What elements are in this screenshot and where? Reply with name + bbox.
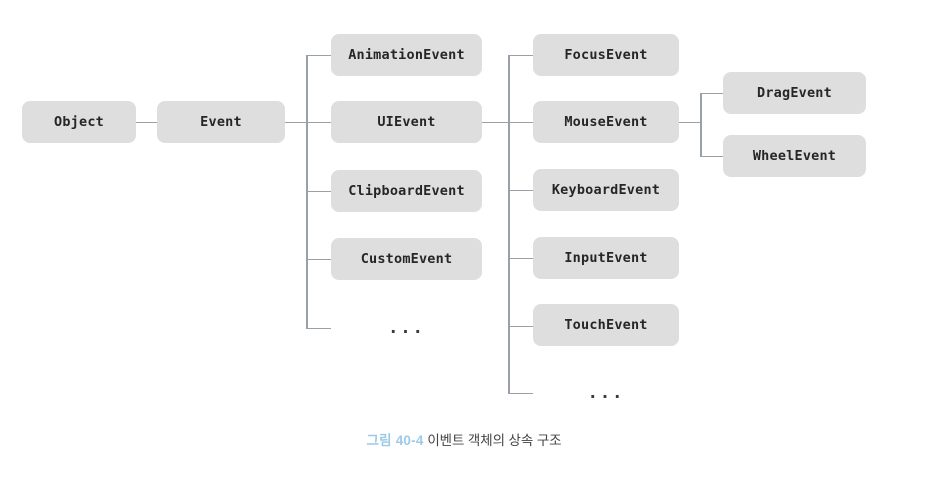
edge-level3-trunk xyxy=(306,55,308,329)
node-object[interactable]: Object xyxy=(22,101,136,143)
figure-caption-text: 이벤트 객체의 상속 구조 xyxy=(427,433,562,448)
node-customevent[interactable]: CustomEvent xyxy=(331,238,482,280)
node-inputevent[interactable]: InputEvent xyxy=(533,237,679,279)
edge-trunk-clipboardevent xyxy=(306,190,331,192)
node-level4-ellipsis: ... xyxy=(587,383,625,403)
edge-trunk-inputevent xyxy=(508,257,533,259)
edge-trunk-wheelevent xyxy=(700,155,723,157)
node-wheelevent[interactable]: WheelEvent xyxy=(723,135,866,177)
figure-number: 그림 40-4 xyxy=(366,433,424,448)
edge-trunk-keyboardevent xyxy=(508,189,533,191)
node-uievent[interactable]: UIEvent xyxy=(331,101,482,143)
edge-trunk-level3-ellipsis xyxy=(306,327,331,329)
node-mouseevent[interactable]: MouseEvent xyxy=(533,101,679,143)
node-keyboardevent[interactable]: KeyboardEvent xyxy=(533,169,679,211)
edge-object-event xyxy=(136,121,157,123)
edge-trunk-animationevent xyxy=(306,54,331,56)
edge-trunk-mouseevent xyxy=(508,121,533,123)
edge-level5-trunk xyxy=(700,93,702,156)
node-animationevent[interactable]: AnimationEvent xyxy=(331,34,482,76)
node-focusevent[interactable]: FocusEvent xyxy=(533,34,679,76)
figure-caption: 그림 40-4 이벤트 객체의 상속 구조 xyxy=(0,432,928,450)
edge-event-stem xyxy=(285,121,307,123)
edge-uievent-stem xyxy=(482,121,509,123)
edge-trunk-uievent xyxy=(306,121,331,123)
node-level3-ellipsis: ... xyxy=(388,318,425,338)
edge-level4-trunk xyxy=(508,55,510,393)
edge-trunk-dragevent xyxy=(700,92,723,94)
edge-trunk-level4-ellipsis xyxy=(508,392,533,394)
node-dragevent[interactable]: DragEvent xyxy=(723,72,866,114)
edge-trunk-focusevent xyxy=(508,54,533,56)
edge-trunk-touchevent xyxy=(508,325,533,327)
node-clipboardevent[interactable]: ClipboardEvent xyxy=(331,170,482,212)
edge-mouseevent-stem xyxy=(679,121,701,123)
edge-trunk-customevent xyxy=(306,258,331,260)
node-event[interactable]: Event xyxy=(157,101,285,143)
node-touchevent[interactable]: TouchEvent xyxy=(533,304,679,346)
